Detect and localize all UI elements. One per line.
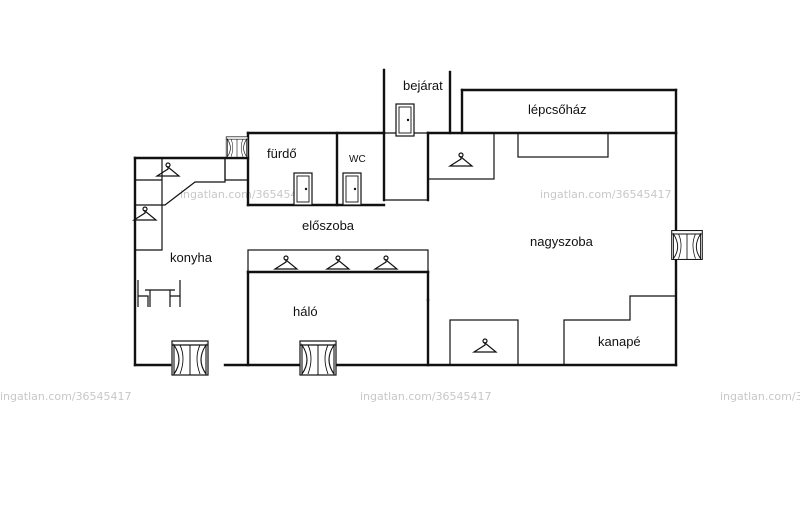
watermark-text: ingatlan.com/36545417 — [180, 188, 312, 201]
label-nagyszoba: nagyszoba — [530, 234, 594, 249]
watermark-text: ingatlan.com/36545417 — [360, 390, 492, 403]
hanger-icon-hall-3 — [374, 255, 398, 270]
watermark-text: ingatlan.com/36545417 — [540, 188, 672, 201]
watermark-text: ingatlan.com/36545417 — [720, 390, 800, 403]
hanger-icon-living-1 — [449, 152, 473, 167]
label-konyha: konyha — [170, 250, 213, 265]
window-icon-bath — [225, 136, 249, 158]
door-icon-bath — [293, 172, 313, 206]
furniture — [135, 132, 676, 366]
table-chairs-icon — [137, 280, 181, 307]
label-bejarat: bejárat — [403, 78, 443, 93]
window-icon-bedroom — [299, 340, 337, 376]
hanger-icon-hall-1 — [274, 255, 298, 270]
label-lepcsohaz: lépcsőház — [528, 102, 587, 117]
door-icon-wc — [342, 172, 362, 206]
hanger-icon-kitchen-2 — [133, 206, 157, 221]
label-eloszoba: előszoba — [302, 218, 355, 233]
watermarks: ingatlan.com/36545417 ingatlan.com/36545… — [0, 188, 800, 403]
hanger-icon-hall-2 — [326, 255, 350, 270]
label-kanape: kanapé — [598, 334, 641, 349]
label-halo: háló — [293, 304, 318, 319]
label-furdo: fürdő — [267, 146, 297, 161]
watermark-text: ingatlan.com/36545417 — [0, 390, 132, 403]
hanger-icon-living-2 — [473, 338, 497, 353]
hanger-icon-kitchen-1 — [156, 162, 180, 177]
door-icon-entrance — [395, 103, 415, 137]
window-icon-living — [671, 230, 703, 260]
label-wc: WC — [349, 154, 366, 165]
window-icon-kitchen — [171, 340, 209, 376]
